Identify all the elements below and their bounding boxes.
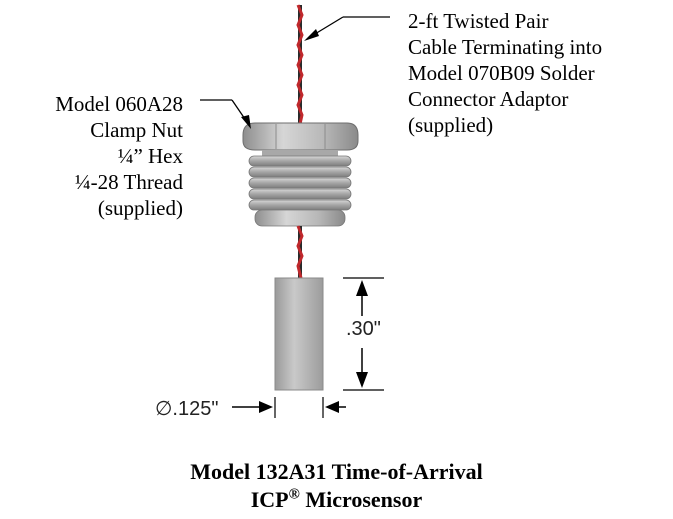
caption-product: Microsensor (299, 487, 423, 512)
clamp-nut-thread (248, 150, 352, 227)
nut-callout-arrow (200, 99, 251, 129)
height-dimension-label: .30" (346, 318, 381, 340)
sensor-body (274, 277, 324, 391)
diameter-dimension-label: ∅.125" (155, 398, 219, 420)
callout-line: Cable Terminating into (408, 35, 603, 59)
twisted-pair-cable-lower (296, 225, 304, 279)
callout-line: (supplied) (408, 113, 494, 137)
caption-line-2: ICP® Microsensor (0, 486, 673, 514)
callout-line: ¼” Hex (117, 144, 183, 168)
caption-line-1: Model 132A31 Time-of-Arrival (190, 459, 483, 484)
twisted-pair-cable-upper (296, 4, 304, 125)
diagram-caption: Model 132A31 Time-of-Arrival ICP® Micros… (0, 458, 673, 514)
clamp-nut-hex (242, 122, 359, 151)
callout-line: Clamp Nut (90, 118, 183, 142)
diameter-dimension-line (232, 397, 346, 418)
height-dimension-line (343, 277, 384, 391)
caption-brand: ICP (250, 487, 289, 512)
callout-line: Model 070B09 Solder (408, 61, 595, 85)
callout-line: ¼-28 Thread (74, 170, 183, 194)
callout-line: 2-ft Twisted Pair (408, 9, 549, 33)
callout-line: Connector Adaptor (408, 87, 569, 111)
callout-line: (supplied) (97, 196, 183, 220)
cable-callout-arrow (304, 16, 390, 41)
cable-callout: 2-ft Twisted Pair Cable Terminating into… (408, 8, 602, 138)
clamp-nut-callout: Model 060A28 Clamp Nut ¼” Hex ¼-28 Threa… (55, 91, 183, 221)
callout-line: Model 060A28 (55, 92, 183, 116)
registered-mark: ® (288, 486, 300, 503)
